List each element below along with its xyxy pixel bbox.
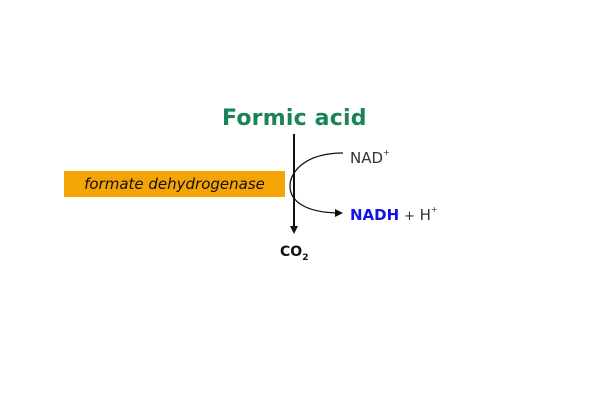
enzyme-box: formate dehydrogenase bbox=[64, 171, 285, 197]
co2-label: CO bbox=[280, 244, 303, 260]
substrate-label: Formic acid bbox=[222, 106, 367, 131]
nadh-label: NADH bbox=[350, 206, 400, 224]
cofactor-out: NADH + H+ bbox=[350, 205, 438, 224]
proton-charge: + bbox=[430, 205, 438, 214]
plus-sign: + bbox=[403, 209, 415, 224]
proton-label: H bbox=[419, 206, 431, 224]
cofactor-in: NAD+ bbox=[350, 148, 390, 167]
nad-charge: + bbox=[383, 148, 390, 157]
product-label: CO2 bbox=[280, 244, 308, 263]
co2-subscript: 2 bbox=[302, 253, 309, 263]
nad-label: NAD bbox=[350, 149, 384, 167]
enzyme-label: formate dehydrogenase bbox=[84, 175, 265, 193]
cofactor-curve-arrow bbox=[289, 152, 344, 217]
